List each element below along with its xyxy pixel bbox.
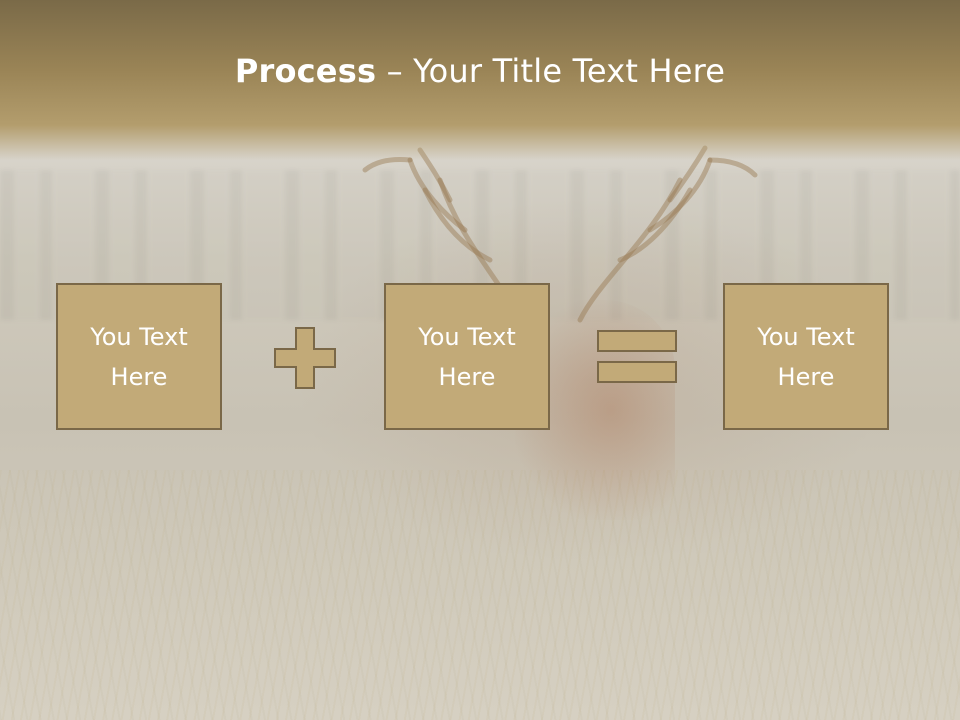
plus-icon bbox=[274, 327, 336, 389]
title-bold-word: Process bbox=[234, 52, 377, 90]
process-box-1-text: You Text Here bbox=[90, 322, 188, 391]
process-box-2: You Text Here bbox=[384, 283, 550, 430]
title-dash: – bbox=[376, 52, 414, 90]
equals-icon bbox=[597, 330, 677, 383]
title-rest: Your Title Text Here bbox=[413, 52, 726, 90]
process-box-1: You Text Here bbox=[56, 283, 222, 430]
process-box-2-text: You Text Here bbox=[418, 322, 516, 391]
title-band bbox=[0, 0, 960, 160]
process-box-3: You Text Here bbox=[723, 283, 889, 430]
background-grass bbox=[0, 470, 960, 720]
slide-title: Process – Your Title Text Here bbox=[0, 52, 960, 90]
process-box-3-text: You Text Here bbox=[757, 322, 855, 391]
